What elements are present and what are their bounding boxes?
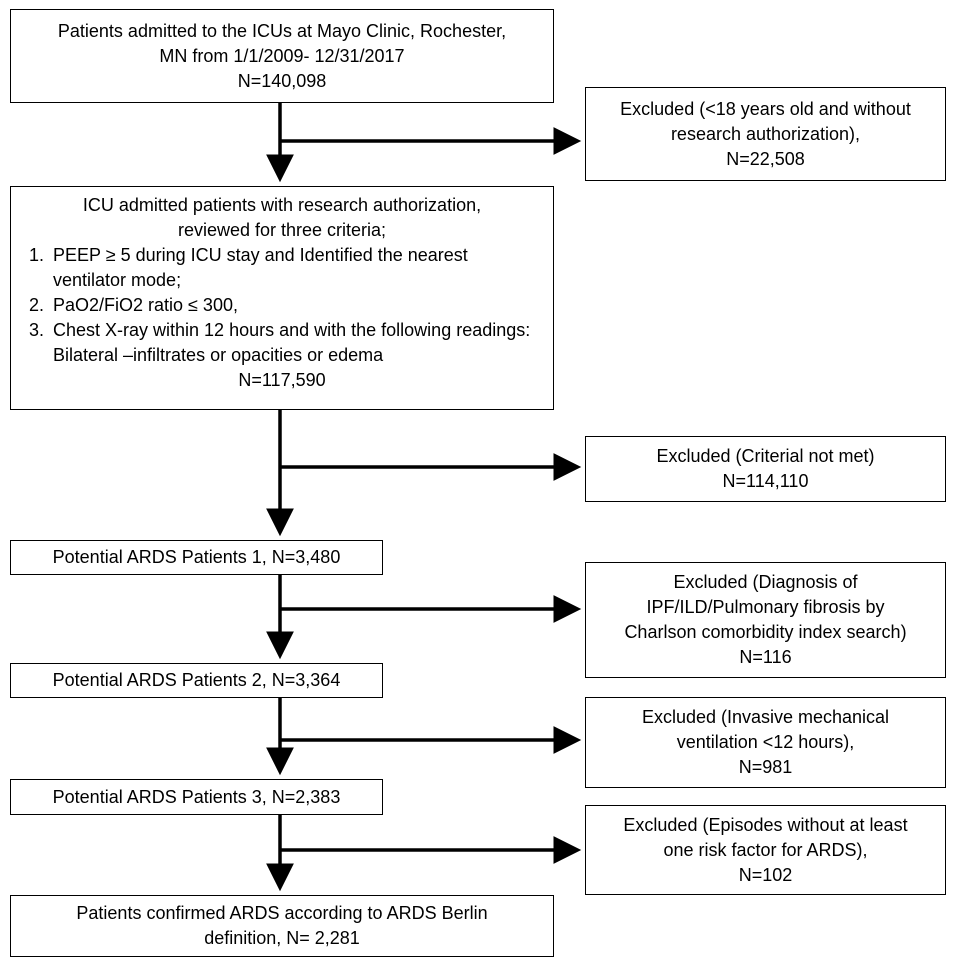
box-line: N=116 — [739, 647, 792, 667]
box-research-authorized: ICU admitted patients with research auth… — [10, 186, 554, 410]
box-excluded-2: Excluded (Criterial not met) N=114,110 — [585, 436, 946, 502]
box-line: Charlson comorbidity index search) — [624, 622, 907, 642]
box-line: Potential ARDS Patients 3, N=2,383 — [52, 786, 341, 807]
criteria-item: PaO2/FiO2 ratio ≤ 300, — [49, 293, 545, 318]
box-line: N=140,098 — [237, 70, 327, 91]
box-line: N=102 — [738, 864, 793, 885]
box-line: ventilation <12 hours), — [676, 732, 855, 752]
box-line: reviewed for three criteria; — [177, 220, 387, 240]
box-excluded-4: Excluded (Invasive mechanical ventilatio… — [585, 697, 946, 788]
box-line: Excluded (Episodes without at least — [623, 814, 908, 835]
box-excluded-3: Excluded (Diagnosis of IPF/ILD/Pulmonary… — [585, 562, 946, 678]
criteria-list: PEEP ≥ 5 during ICU stay and Identified … — [19, 243, 545, 368]
box-line: N=22,508 — [726, 148, 805, 169]
box-potential-ards-3: Potential ARDS Patients 3, N=2,383 — [10, 779, 383, 815]
box-line: Potential ARDS Patients 1, N=3,480 — [52, 547, 341, 567]
criteria-item: PEEP ≥ 5 during ICU stay and Identified … — [49, 243, 545, 293]
box-excluded-1: Excluded (<18 years old and without rese… — [585, 87, 946, 181]
box-line: Patients admitted to the ICUs at Mayo Cl… — [57, 20, 507, 41]
box-line: MN from 1/1/2009- 12/31/2017 — [159, 45, 405, 66]
box-line: Potential ARDS Patients 2, N=3,364 — [52, 670, 341, 690]
criteria-item: Chest X-ray within 12 hours and with the… — [49, 318, 545, 368]
box-line: definition, N= 2,281 — [204, 928, 360, 948]
box-icu-admitted: Patients admitted to the ICUs at Mayo Cl… — [10, 9, 554, 103]
box-line: IPF/ILD/Pulmonary fibrosis by — [646, 597, 885, 617]
box-excluded-5: Excluded (Episodes without at least one … — [585, 805, 946, 895]
box-line: N=114,110 — [722, 471, 809, 491]
box-line: Excluded (<18 years old and without — [620, 98, 911, 119]
box-line: Excluded (Diagnosis of — [673, 572, 858, 592]
box-line: N=981 — [738, 757, 793, 777]
box-line: Patients confirmed ARDS according to ARD… — [76, 903, 488, 923]
box-potential-ards-1: Potential ARDS Patients 1, N=3,480 — [10, 540, 383, 575]
box-line: research authorization), — [670, 123, 861, 144]
box-count: N=117,590 — [238, 370, 326, 390]
box-line: Excluded (Invasive mechanical — [641, 707, 890, 727]
box-confirmed-ards: Patients confirmed ARDS according to ARD… — [10, 895, 554, 957]
box-potential-ards-2: Potential ARDS Patients 2, N=3,364 — [10, 663, 383, 698]
box-line: ICU admitted patients with research auth… — [82, 195, 482, 215]
box-line: Excluded (Criterial not met) — [656, 446, 875, 466]
box-line: one risk factor for ARDS), — [663, 839, 868, 860]
